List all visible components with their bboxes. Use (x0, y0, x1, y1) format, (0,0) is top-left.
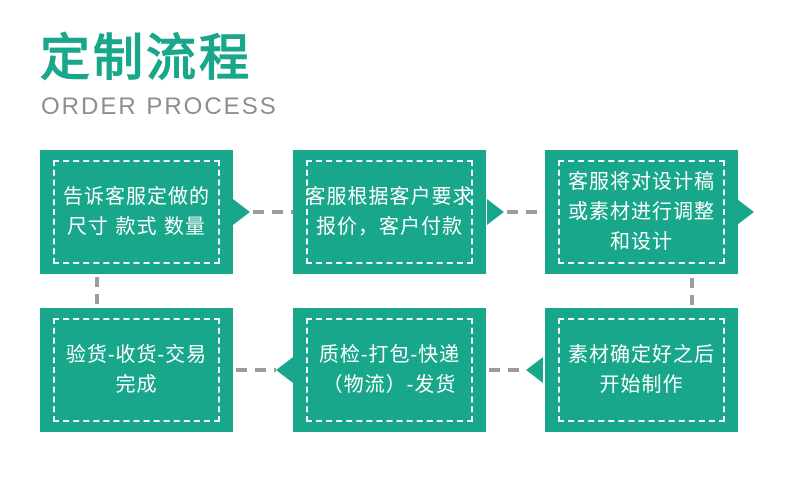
flow-step-4-panel: 验货-收货-交易 完成 (53, 318, 220, 422)
flow-step-text-line: 开始制作 (599, 374, 684, 396)
flow-step-6-panel: 素材确定好之后 开始制作 (558, 318, 725, 422)
page-subtitle: ORDER PROCESS (41, 93, 278, 120)
flow-step-1-panel: 告诉客服定做的 尺寸 款式 数量 (53, 160, 220, 264)
flow-step-6: 素材确定好之后 开始制作 (545, 308, 738, 432)
flow-step-text-line: 报价，客户付款 (316, 216, 463, 238)
arrow-right-icon (487, 199, 504, 225)
flow-step-text-line: 完成 (115, 374, 158, 396)
flow-step-text-line: （物流）-发货 (322, 374, 457, 396)
flow-step-1: 告诉客服定做的 尺寸 款式 数量 (40, 150, 233, 274)
arrow-right-icon (233, 199, 250, 225)
flow-step-3-panel: 客服将对设计稿 或素材进行调整 和设计 (558, 160, 725, 264)
flow-step-2-panel: 客服根据客户要求 报价，客户付款 (306, 160, 473, 264)
flow-step-text-line: 素材确定好之后 (568, 344, 715, 366)
flow-step-text-line: 尺寸 款式 数量 (66, 216, 207, 238)
flow-step-text-line: 客服根据客户要求 (305, 186, 474, 208)
arrow-right-icon (737, 199, 754, 225)
flow-step-5-panel: 质检-打包-快递 （物流）-发货 (306, 318, 473, 422)
arrow-left-icon (276, 357, 293, 383)
page-title: 定制流程 (40, 30, 252, 86)
flow-step-text-line: 和设计 (610, 231, 673, 253)
flow-step-text-line: 验货-收货-交易 (65, 344, 208, 366)
flow-step-text-line: 告诉客服定做的 (63, 186, 210, 208)
dashed-connector-horizontal (236, 368, 276, 372)
dashed-connector-vertical (95, 277, 99, 307)
flow-step-2: 客服根据客户要求 报价，客户付款 (293, 150, 486, 274)
dashed-connector-horizontal (253, 210, 293, 214)
arrow-left-icon (526, 357, 543, 383)
flow-step-text-line: 客服将对设计稿 (568, 171, 715, 193)
flow-step-text-line: 质检-打包-快递 (318, 344, 461, 366)
dashed-connector-vertical (690, 278, 694, 307)
flow-step-3: 客服将对设计稿 或素材进行调整 和设计 (545, 150, 738, 274)
dashed-connector-horizontal (489, 368, 526, 372)
flow-step-4: 验货-收货-交易 完成 (40, 308, 233, 432)
flow-step-text-line: 或素材进行调整 (568, 201, 715, 223)
flow-step-5: 质检-打包-快递 （物流）-发货 (293, 308, 486, 432)
dashed-connector-horizontal (507, 210, 545, 214)
